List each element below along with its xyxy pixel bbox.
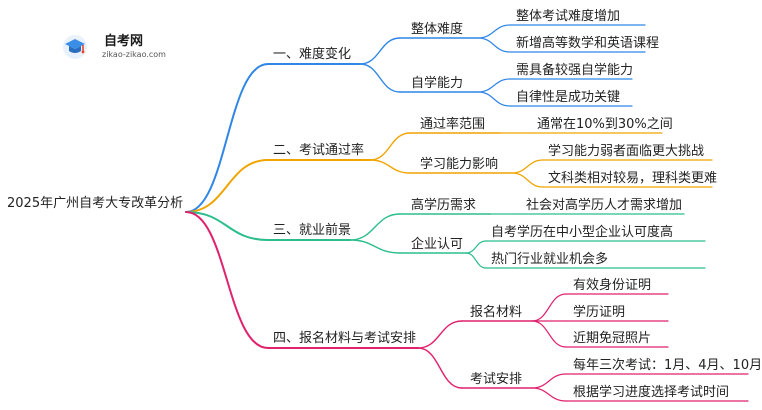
branch-1-link [185,63,269,213]
branch-1-sub-2-item-2: 自律性是成功关键 [516,90,621,105]
branch-4-sub-1-item-3: 近期免冠照片 [573,331,652,346]
branch-2-sub-2: 学习能力影响 [420,157,499,172]
branch-1-sub-1-item-1-link [477,24,511,39]
branch-1-sub-1-item-2-link [477,37,511,53]
logo-title: 自考网 [104,34,144,49]
branch-2-label: 二、考试通过率 [273,143,365,158]
branch-4-sub-2-item-2-link [531,387,567,402]
branch-1-sub-2-item-1-link [477,78,511,93]
branch-3-sub-2: 企业认可 [411,237,464,252]
branch-2-sub-1-item-1: 通常在10%到30%之间 [537,117,673,132]
branch-4-sub-2-item-2: 根据学习进度选择考试时间 [573,385,730,400]
branch-4-sub-2-link [417,347,463,389]
branch-2-sub-2-link [369,159,411,174]
branch-4-sub-1-item-1-link [531,293,567,322]
branch-3-sub-2-item-2: 热门行业就业机会多 [491,252,609,267]
root-node: 2025年广州自考大专改革分析 [7,196,184,211]
branch-3-sub-2-item-1: 自考学历在中小型企业认可度高 [491,225,674,240]
graduation-cap-icon [63,35,87,59]
branch-2-link [185,159,269,213]
branch-2-sub-1-link [369,132,411,161]
branch-4-link [185,211,269,349]
branch-4-sub-1-item-3-link [531,320,567,348]
branch-3-sub-1-link [349,213,401,241]
branch-4-sub-2-item-1: 每年三次考试：1月、4月、10月 [573,358,762,373]
branch-1-sub-1-link [359,37,401,65]
logo-url: zikao-zikao.com [102,50,166,59]
branch-2-sub-2-item-1: 学习能力弱者面临更大挑战 [548,144,705,159]
site-logo[interactable]: 自考网 zikao-zikao.com [30,14,180,59]
branch-3-sub-1-item-1: 社会对高学历人才需求增加 [526,198,683,213]
branch-4-sub-2-item-1-link [531,373,567,389]
branch-2-sub-2-item-2-link [511,172,544,188]
branch-1-sub-1-item-2: 新增高等数学和英语课程 [516,36,660,51]
branch-1-sub-1-item-1: 整体考试难度增加 [516,9,621,24]
branch-2-sub-2-item-1-link [511,159,544,174]
branch-2-sub-2-item-2: 文科类相对较易，理科类更难 [548,171,718,186]
branch-2-sub-1: 通过率范围 [420,117,486,132]
branch-1-sub-2-item-2-link [477,91,511,107]
branch-4-sub-1-link [417,320,463,349]
branch-4-sub-2: 考试安排 [470,372,523,387]
branch-1-sub-2-item-1: 需具备较强自学能力 [516,63,634,78]
branch-3-link [185,211,269,241]
branch-3-label: 三、就业前景 [273,223,352,238]
branch-3-sub-1: 高学历需求 [411,198,477,213]
branch-4-sub-1: 报名材料 [470,305,523,320]
branch-1-sub-1: 整体难度 [411,22,464,37]
branch-4-sub-1-item-2: 学历证明 [573,305,626,320]
branch-4-sub-1-item-1: 有效身份证明 [573,278,652,293]
branch-4-label: 四、报名材料与考试安排 [273,331,417,346]
branch-1-sub-2-link [359,63,401,93]
branch-3-sub-2-link [349,239,401,254]
branch-3-sub-2-item-2-link [465,252,487,269]
branch-3-sub-2-item-1-link [465,240,487,254]
branch-1-label: 一、难度变化 [273,47,352,62]
branch-1-sub-2: 自学能力 [411,76,464,91]
